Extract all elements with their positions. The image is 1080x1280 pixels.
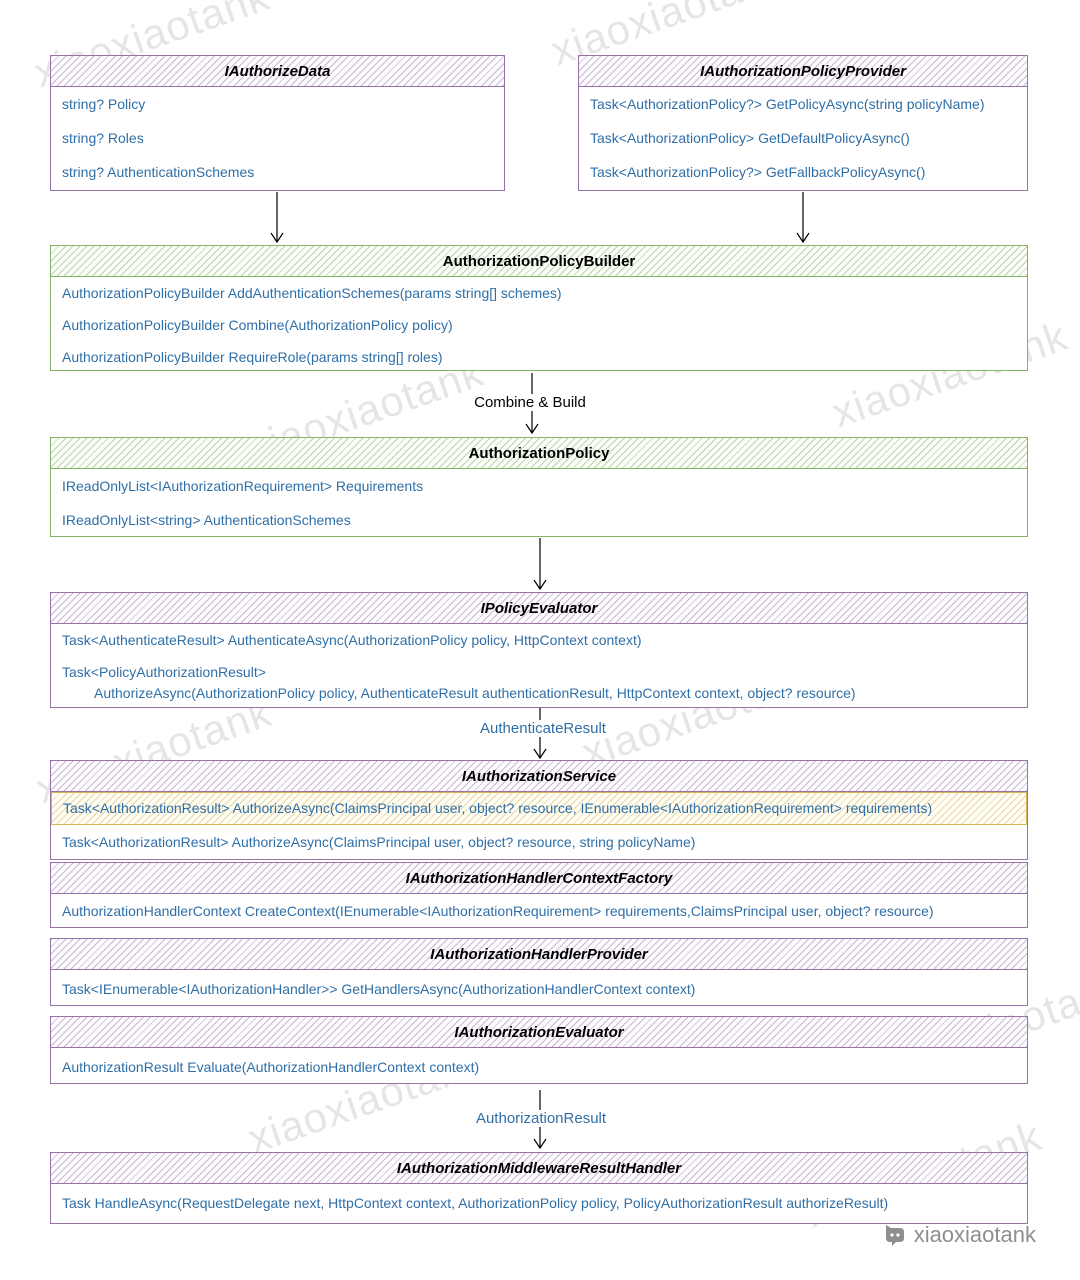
box-title: IPolicyEvaluator bbox=[51, 593, 1027, 624]
member-row: Task HandleAsync(RequestDelegate next, H… bbox=[62, 1195, 889, 1211]
member-row: string? AuthenticationSchemes bbox=[62, 164, 255, 180]
ipolicyevaluator-box: IPolicyEvaluator Task<AuthenticateResult… bbox=[50, 592, 1028, 708]
box-title: AuthorizationPolicy bbox=[51, 438, 1027, 469]
edge-label-combine-build: Combine & Build bbox=[470, 394, 590, 411]
box-title: IAuthorizationEvaluator bbox=[51, 1017, 1027, 1048]
authorizationpolicy-box: AuthorizationPolicy IReadOnlyList<IAutho… bbox=[50, 437, 1028, 537]
flow-arrow-down bbox=[796, 192, 810, 244]
xiaoxiaotank-logo-icon bbox=[885, 1225, 904, 1246]
member-line: Task<PolicyAuthorizationResult> bbox=[62, 664, 266, 680]
member-row: AuthorizationPolicyBuilder Combine(Autho… bbox=[62, 317, 453, 333]
brand-name: xiaoxiaotank bbox=[913, 1222, 1036, 1247]
box-title: IAuthorizationHandlerProvider bbox=[51, 939, 1027, 970]
iauthorizationhandlerprovider-box: IAuthorizationHandlerProvider Task<IEnum… bbox=[50, 938, 1028, 1006]
box-title: AuthorizationPolicyBuilder bbox=[51, 246, 1027, 277]
member-row: AuthorizationHandlerContext CreateContex… bbox=[62, 903, 934, 919]
flow-arrow-down bbox=[533, 538, 547, 591]
member-row: Task<AuthorizationPolicy?> GetPolicyAsyn… bbox=[590, 96, 985, 112]
member-row: IReadOnlyList<string> AuthenticationSche… bbox=[62, 512, 351, 528]
member-row: AuthorizationResult Evaluate(Authorizati… bbox=[62, 1059, 480, 1075]
edge-label-authorization-result: AuthorizationResult bbox=[471, 1110, 611, 1127]
box-title: IAuthorizationMiddlewareResultHandler bbox=[51, 1153, 1027, 1184]
iauthorizationservice-box: IAuthorizationService Task<Authorization… bbox=[50, 760, 1028, 860]
iauthorizationmiddlewareresulthandler-box: IAuthorizationMiddlewareResultHandler Ta… bbox=[50, 1152, 1028, 1224]
member-row: string? Policy bbox=[62, 96, 146, 112]
brand-footer: xiaoxiaotank bbox=[882, 1222, 1036, 1248]
member-line: AuthorizeAsync(AuthorizationPolicy polic… bbox=[94, 685, 856, 701]
member-row-highlighted: Task<AuthorizationResult> AuthorizeAsync… bbox=[51, 792, 1027, 825]
member-row: Task<PolicyAuthorizationResult> Authoriz… bbox=[51, 656, 1027, 708]
flow-arrow-down bbox=[270, 192, 284, 244]
authorizationpolicybuilder-box: AuthorizationPolicyBuilder Authorization… bbox=[50, 245, 1028, 371]
box-title: IAuthorizeData bbox=[51, 56, 504, 87]
box-title: IAuthorizationService bbox=[51, 761, 1027, 792]
member-row: IReadOnlyList<IAuthorizationRequirement>… bbox=[62, 478, 424, 494]
member-row: Task<AuthenticateResult> AuthenticateAsy… bbox=[62, 632, 642, 648]
member-row: AuthorizationPolicyBuilder RequireRole(p… bbox=[62, 349, 443, 365]
iauthorizationhandlercontextfactory-box: IAuthorizationHandlerContextFactory Auth… bbox=[50, 862, 1028, 928]
iauthorizedata-box: IAuthorizeData string? Policy string? Ro… bbox=[50, 55, 505, 191]
member-row: Task<AuthorizationPolicy?> GetFallbackPo… bbox=[590, 164, 926, 180]
edge-label-authenticate-result: AuthenticateResult bbox=[476, 720, 610, 737]
iauthorizationevaluator-box: IAuthorizationEvaluator AuthorizationRes… bbox=[50, 1016, 1028, 1084]
member-row: Task<IEnumerable<IAuthorizationHandler>>… bbox=[62, 981, 696, 997]
member-row: Task<AuthorizationPolicy> GetDefaultPoli… bbox=[590, 130, 910, 146]
box-title: IAuthorizationHandlerContextFactory bbox=[51, 863, 1027, 894]
member-row: Task<AuthorizationResult> AuthorizeAsync… bbox=[62, 834, 696, 850]
member-row: string? Roles bbox=[62, 130, 144, 146]
iauthorizationpolicyprovider-box: IAuthorizationPolicyProvider Task<Author… bbox=[578, 55, 1028, 191]
member-row: AuthorizationPolicyBuilder AddAuthentica… bbox=[62, 285, 562, 301]
box-title: IAuthorizationPolicyProvider bbox=[579, 56, 1027, 87]
